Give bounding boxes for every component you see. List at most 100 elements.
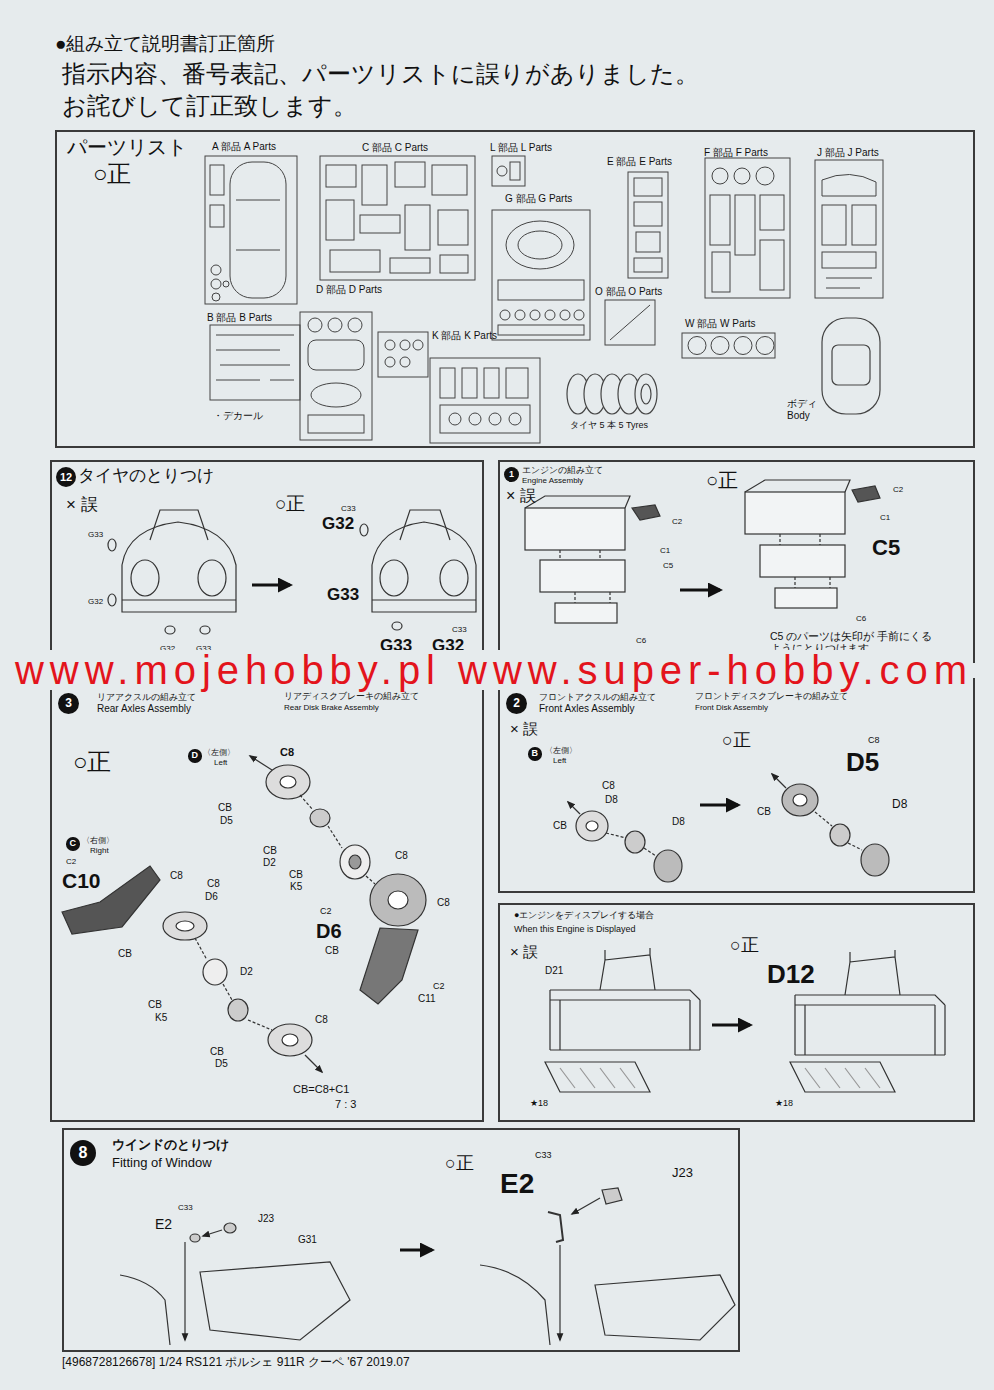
panel-heading: タイヤのとりつけ (78, 466, 214, 486)
sprue-drawing (360, 215, 400, 233)
engine-frame-drawing (550, 990, 700, 1050)
front-axle-drawing (625, 831, 645, 853)
step-panel: 3リアアクスルの組み立てRear Axles Assemblyリアディスクブレー… (50, 678, 484, 1122)
step-number-text: 12 (60, 471, 72, 484)
step-number: 1 (504, 467, 519, 482)
front-axle-drawing (793, 794, 807, 806)
sprue-drawing (492, 156, 525, 186)
callout-label: D21 (545, 965, 563, 977)
sprue-drawing (574, 310, 584, 320)
car-front-drawing (122, 522, 236, 612)
big-arrow (712, 1024, 750, 1027)
callout-label: Left (214, 758, 227, 767)
footer-caption: [4968728126678] 1/24 RS121 ポルシェ 911R クーペ… (62, 1356, 410, 1370)
sprue-drawing (385, 357, 395, 367)
window-drawing (203, 1230, 222, 1236)
callout-label: E2 (155, 1216, 172, 1232)
callout-label: G33 (88, 530, 103, 539)
panel-heading: ●エンジンをディスプレイする場合 (514, 910, 654, 920)
callout-label: 指示内容、番号表記、パーツリストに誤りがありました。 (62, 60, 699, 88)
panel-heading: Front Axles Assembly (539, 703, 635, 715)
callout-label: G 部品 G Parts (505, 193, 572, 205)
panel-heading: フロントアクスルの組み立て (539, 692, 656, 702)
step-panel: 8ウインドのとりつけFitting of Window (62, 1128, 740, 1352)
axle-drawing (305, 1055, 322, 1072)
sprue-drawing (822, 252, 876, 268)
window-drawing (595, 1275, 735, 1340)
sprue-drawing (760, 195, 784, 230)
sprue-drawing (413, 340, 423, 350)
callout-label: CB (148, 999, 162, 1011)
body-drawing (822, 318, 880, 414)
callout-label: C1 (660, 546, 670, 555)
sprue-drawing (682, 333, 775, 358)
engine-drawing (540, 560, 625, 592)
axle-drawing (228, 999, 248, 1021)
front-axle-drawing (654, 850, 682, 882)
window-drawing (572, 1198, 600, 1214)
callout-label: E2 (500, 1168, 534, 1200)
callout-label: 〈右側〉 (82, 836, 114, 845)
engine-drawing (775, 588, 837, 608)
panel-heading: Fitting of Window (112, 1156, 212, 1171)
window-drawing (200, 1262, 350, 1340)
sprue-drawing (712, 168, 728, 184)
sprue-drawing (498, 325, 584, 335)
engine-frame-drawing (545, 1062, 650, 1092)
tyre-drawing (635, 374, 657, 414)
panel-heading: リアディスクブレーキの組み立て (284, 692, 419, 702)
step-number-text: 1 (509, 469, 514, 479)
sprue-drawing (506, 368, 528, 398)
callout-label: C2 (672, 517, 682, 526)
step-number: 8 (70, 1140, 96, 1166)
car-front-drawing (200, 626, 210, 634)
callout-label: C6 (856, 614, 866, 623)
callout-label: ○正 (706, 469, 738, 492)
callout-label: C8 (602, 780, 615, 792)
car-front-drawing (131, 560, 159, 596)
sprue-drawing (530, 310, 540, 320)
engine-frame-drawing (560, 1068, 635, 1088)
sprue-drawing (822, 205, 846, 245)
sprue-drawing (605, 300, 655, 345)
axle-drawing (300, 795, 375, 884)
callout-label: C (66, 837, 80, 851)
step-number-text: 2 (513, 697, 520, 711)
axle-drawing (360, 928, 418, 1004)
sprue-drawing (330, 250, 380, 272)
sprue-drawing (320, 156, 475, 280)
front-axle-drawing (568, 802, 580, 814)
callout-label: ○正 (722, 730, 751, 751)
sprue-drawing (440, 368, 455, 398)
callout-label: C5 (872, 535, 900, 560)
callout-label: × 誤 (510, 720, 538, 737)
callout-label: C33 (178, 1203, 193, 1212)
sprue-drawing (440, 405, 530, 433)
sprue-drawing (492, 210, 590, 340)
sprue-drawing (223, 281, 229, 287)
callout-label: W 部品 W Parts (685, 318, 756, 330)
sprue-drawing (432, 165, 467, 195)
sprue-drawing (395, 162, 425, 187)
sprue-drawing (210, 325, 300, 400)
callout-label: C8 (395, 850, 408, 862)
sprue-drawing (211, 265, 221, 275)
callout-label: D5 (846, 748, 879, 778)
sprue-drawing (210, 205, 224, 227)
car-front-drawing (150, 510, 208, 540)
sprue-drawing (705, 158, 790, 298)
sprue-drawing (300, 312, 372, 440)
sprue-drawing (815, 160, 883, 298)
step-number: 2 (506, 693, 527, 714)
body-drawing (832, 345, 870, 385)
car-front-drawing (360, 524, 368, 536)
sprue-drawing (308, 415, 364, 433)
sprue-drawing (348, 318, 362, 332)
callout-label: お詫びして訂正致します。 (62, 92, 357, 120)
panel-heading: Engine Assembly (522, 476, 583, 485)
callout-label: C8 (315, 1014, 328, 1026)
car-front-drawing (198, 560, 226, 596)
callout-label: O 部品 O Parts (595, 286, 662, 298)
sprue-drawing (734, 168, 750, 184)
